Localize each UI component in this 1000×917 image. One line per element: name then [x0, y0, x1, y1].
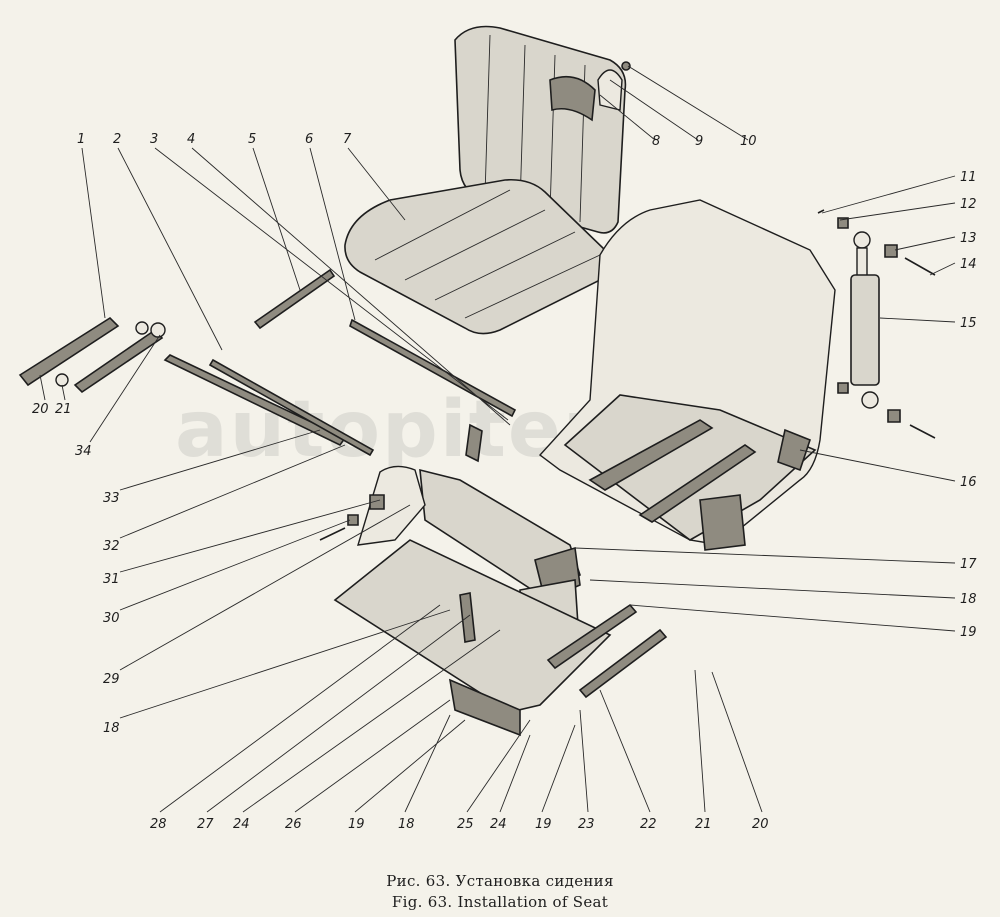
- label-24: 24: [490, 817, 507, 832]
- label-24: 24: [233, 817, 250, 832]
- label-34: 34: [75, 444, 92, 459]
- arm-part-22: [578, 628, 668, 699]
- rod-part-6: [349, 318, 517, 418]
- label-19: 19: [535, 817, 552, 832]
- cable-part-32: [208, 358, 375, 457]
- label-16: 16: [960, 475, 977, 490]
- label-18: 18: [398, 817, 415, 832]
- label-31: 31: [103, 572, 120, 587]
- seat-cushion: [344, 178, 610, 335]
- shock-absorber: [817, 209, 936, 439]
- label-29: 29: [103, 672, 120, 687]
- nut: [150, 322, 166, 338]
- cable-part-33: [163, 354, 347, 447]
- label-4: 4: [187, 132, 195, 147]
- arm-part-19: [546, 603, 638, 670]
- label-26: 26: [285, 817, 302, 832]
- seat-bucket: [538, 199, 836, 551]
- washer: [55, 373, 69, 387]
- label-30: 30: [103, 611, 120, 626]
- leader-lines: [39, 65, 956, 813]
- label-18: 18: [960, 592, 977, 607]
- label-21: 21: [55, 402, 72, 417]
- label-12: 12: [960, 197, 977, 212]
- label-28: 28: [150, 817, 167, 832]
- label-20: 20: [752, 817, 769, 832]
- label-18: 18: [103, 721, 120, 736]
- caption-russian: Рис. 63. Установка сидения: [386, 872, 614, 890]
- label-7: 7: [343, 132, 352, 147]
- washer: [135, 321, 149, 335]
- caption-english: Fig. 63. Installation of Seat: [391, 893, 609, 911]
- arm-part-34: [73, 328, 164, 394]
- part-labels: 1 2 3 4 5 6 7 8 9 10 11 12 13 14 15 16 1…: [32, 132, 977, 832]
- label-19: 19: [348, 817, 365, 832]
- label-27: 27: [197, 817, 214, 832]
- label-6: 6: [305, 132, 313, 147]
- label-1: 1: [77, 132, 85, 147]
- label-8: 8: [652, 134, 660, 149]
- label-32: 32: [103, 539, 120, 554]
- label-11: 11: [960, 170, 977, 185]
- label-25: 25: [457, 817, 474, 832]
- label-17: 17: [960, 557, 977, 572]
- label-2: 2: [113, 132, 121, 147]
- fasteners: [319, 494, 385, 541]
- label-23: 23: [578, 817, 595, 832]
- label-14: 14: [960, 257, 977, 272]
- bolt-part-10: [621, 61, 631, 71]
- label-3: 3: [150, 132, 158, 147]
- label-22: 22: [640, 817, 657, 832]
- label-9: 9: [695, 134, 703, 149]
- label-13: 13: [960, 231, 977, 246]
- label-15: 15: [960, 316, 977, 331]
- base-plate: [333, 539, 612, 737]
- bracket: [465, 423, 483, 463]
- arm-part-1: [18, 316, 120, 387]
- rod-part-5: [253, 268, 336, 330]
- label-20: 20: [32, 402, 49, 417]
- label-19: 19: [960, 625, 977, 640]
- label-21: 21: [695, 817, 712, 832]
- label-5: 5: [248, 132, 256, 147]
- label-10: 10: [740, 134, 757, 149]
- label-33: 33: [103, 491, 120, 506]
